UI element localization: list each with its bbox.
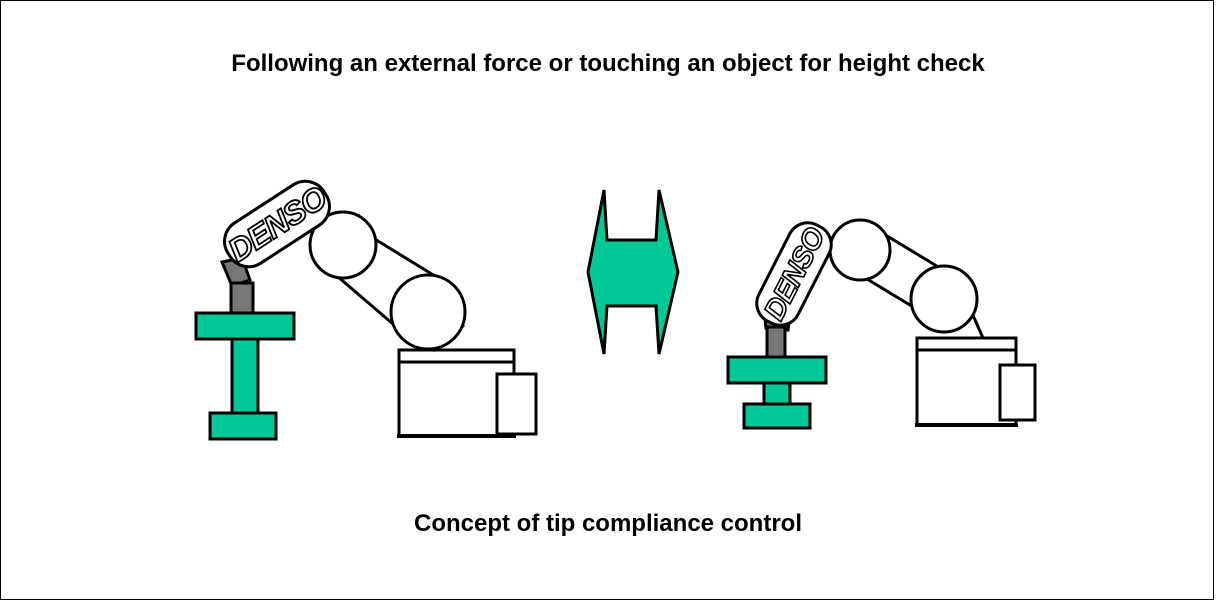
right-robot-short-workpiece [726, 355, 828, 430]
double-headed-arrow-icon [586, 189, 680, 355]
left-robot-base [397, 348, 538, 438]
left-robot-shoulder-joint [389, 273, 467, 351]
diagram-title: Following an external force or touching … [231, 50, 985, 77]
right-robot: DENSO [726, 218, 1037, 430]
right-robot-lower-link [970, 312, 985, 339]
right-robot-elbow-joint [828, 218, 892, 282]
right-robot-base [915, 336, 1037, 427]
left-robot-tall-workpiece [194, 311, 296, 441]
right-robot-forearm: DENSO [755, 221, 833, 327]
right-robot-shoulder-joint [909, 264, 979, 334]
diagram-caption: Concept of tip compliance control [413, 510, 803, 537]
left-robot: DENSO [194, 178, 538, 441]
left-robot-elbow-joint [308, 210, 378, 280]
